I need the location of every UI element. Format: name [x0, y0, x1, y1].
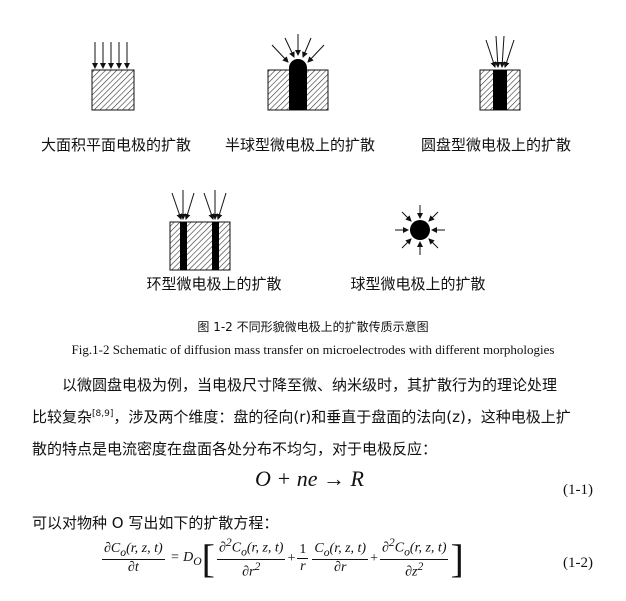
- text: ，涉及两个维度：盘的径向(r)和垂直于盘面的法向(z)，这种电极上扩: [113, 408, 571, 426]
- label-planar: 大面积平面电极的扩散: [40, 136, 192, 154]
- label-sphere: 球型微电极上的扩散: [350, 275, 486, 293]
- label-ring: 环型微电极上的扩散: [146, 275, 282, 293]
- diffusion-figure: [91, 34, 521, 271]
- paragraph-line: 比较复杂[8,9]，涉及两个维度：盘的径向(r)和垂直于盘面的法向(z)，这种电…: [32, 406, 571, 427]
- citation: [8,9]: [92, 409, 114, 419]
- label-disk: 圆盘型微电极上的扩散: [420, 136, 572, 154]
- disk-electrode-diagram: [479, 35, 521, 111]
- planar-electrode-diagram: [91, 42, 135, 111]
- paragraph-line: 以微圆盘电极为例，当电极尺寸降至微、纳米级时，其扩散行为的理论处理: [62, 376, 558, 394]
- figure-caption-en: Fig.1-2 Schematic of diffusion mass tran…: [71, 342, 555, 357]
- equation-number: (1-2): [563, 555, 593, 571]
- hemisphere-electrode-diagram: [267, 34, 329, 111]
- sphere-electrode-diagram: [395, 205, 445, 255]
- label-hemisphere: 半球型微电极上的扩散: [224, 136, 376, 154]
- text: 比较复杂: [32, 408, 93, 426]
- ring-electrode-diagram: [169, 190, 231, 271]
- paragraph-line: 可以对物种 O 写出如下的扩散方程：: [32, 514, 279, 532]
- paragraph-line: 散的特点是电流密度在盘面各处分布不均匀，对于电极反应：: [32, 440, 438, 458]
- equation-number: (1-1): [563, 482, 593, 498]
- figure-caption-cn: 图 1-2 不同形貌微电极上的扩散传质示意图: [197, 320, 429, 334]
- equation-1-2: ∂Co(r, z, t)∂t = DO[ ∂2Co(r, z, t)∂r2 + …: [102, 536, 464, 581]
- equation-1-1: O + ne → R: [255, 466, 364, 491]
